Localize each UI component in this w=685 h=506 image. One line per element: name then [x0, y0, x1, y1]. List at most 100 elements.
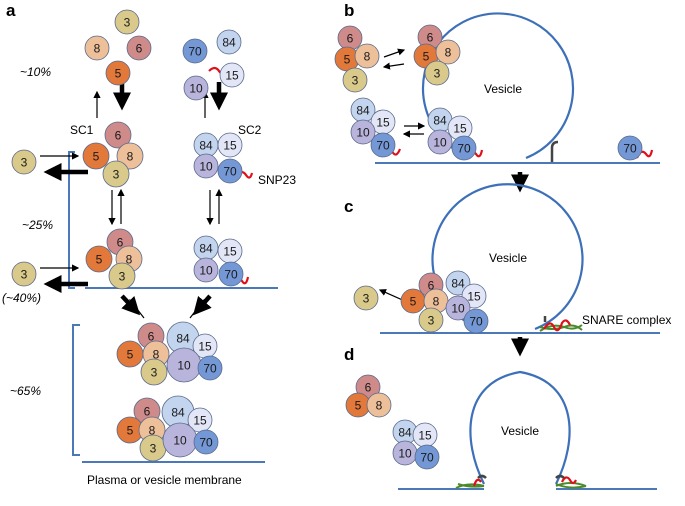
subunit-number: 3	[150, 442, 157, 456]
subunit-sphere	[104, 121, 132, 149]
subunit-number: 8	[445, 46, 452, 60]
subunit-sphere	[108, 262, 136, 290]
subunit-number: 5	[344, 53, 351, 67]
subunit-sphere	[617, 135, 643, 161]
subunit-70: 70	[451, 135, 477, 161]
subunit-sphere	[116, 142, 144, 170]
subunit-number: 6	[428, 279, 435, 293]
subunit-number: 15	[418, 429, 432, 443]
subunit-sphere	[102, 160, 130, 188]
subunit-number: 70	[223, 165, 237, 179]
panel-label-c: c	[344, 197, 353, 216]
percent-label: (~40%)	[2, 291, 41, 305]
subunit-number: 6	[427, 31, 434, 45]
subunit-3: 3	[353, 285, 379, 311]
subunit-sphere	[182, 38, 208, 64]
subunit-number: 5	[355, 399, 362, 413]
subunit-sphere	[82, 142, 110, 170]
subunit-number: 5	[410, 295, 417, 309]
percent-label: ~25%	[22, 218, 53, 232]
snare-helix	[539, 324, 583, 331]
subunit-number: 6	[365, 381, 372, 395]
subunit-6: 6	[126, 35, 152, 61]
subunit-sphere	[217, 158, 243, 184]
subunit-sphere	[11, 261, 37, 287]
panel-d: Vesicle	[398, 370, 657, 490]
subunit-sphere	[354, 43, 380, 69]
subunit-number: 10	[356, 126, 370, 140]
bracket	[72, 324, 80, 456]
subunit-number: 15	[225, 69, 239, 83]
subunit-number: 84	[451, 277, 465, 291]
subunit-sphere	[435, 39, 461, 65]
subunit-number: 8	[433, 295, 440, 309]
subunit-5: 5	[116, 340, 144, 368]
subunit-3: 3	[108, 262, 136, 290]
subunit-5: 5	[105, 60, 131, 86]
subunit-number: 3	[21, 156, 28, 170]
subunit-sphere	[353, 285, 379, 311]
arrow-diagonal-thick	[193, 294, 212, 316]
subunit-84: 84	[216, 29, 242, 55]
subunit-number: 70	[623, 142, 637, 156]
subunit-3: 3	[102, 160, 130, 188]
arrow-diagonal-thick	[120, 294, 141, 316]
subunit-sphere	[193, 257, 219, 283]
subunit-10: 10	[193, 257, 219, 283]
subunit-number: 10	[189, 82, 203, 96]
subunit-number: 5	[127, 348, 134, 362]
subunit-84: 84	[161, 395, 195, 429]
subunit-number: 10	[199, 264, 213, 278]
subunit-number: 6	[347, 32, 354, 46]
panel-label-b: b	[344, 1, 354, 20]
subunit-number: 84	[171, 406, 185, 420]
subunit-15: 15	[447, 115, 473, 141]
subunit-70: 70	[370, 132, 396, 158]
subunit-8: 8	[366, 392, 392, 418]
subunit-number: 70	[188, 45, 202, 59]
snare-hook	[555, 474, 565, 479]
panel-label-d: d	[344, 345, 354, 364]
subunit-5: 5	[85, 245, 113, 273]
subunit-15: 15	[412, 422, 438, 448]
membrane-label: Plasma or vesicle membrane	[87, 473, 242, 487]
subunit-number: 6	[144, 405, 151, 419]
panel-label-a: a	[6, 1, 16, 20]
subunit-number: 70	[420, 451, 434, 465]
subunit-number: 10	[199, 160, 213, 174]
subunit-number: 8	[376, 399, 383, 413]
subunit-number: 70	[203, 362, 217, 376]
subunit-3: 3	[140, 358, 168, 386]
subunit-sphere	[219, 62, 245, 88]
arrow-right	[383, 48, 406, 58]
subunit-sphere	[218, 261, 244, 287]
snare-hook	[550, 140, 559, 162]
subunit-sphere	[193, 429, 219, 455]
subunit-number: 10	[177, 359, 191, 373]
subunit-number: 3	[151, 366, 158, 380]
panel-c: Vesicle SNARE complex	[378, 183, 671, 334]
subunit-number: 6	[136, 42, 143, 56]
subunit-10: 10	[445, 295, 471, 321]
subunit-number: 70	[199, 436, 213, 450]
subunit-number: 15	[467, 290, 481, 304]
bracket	[68, 151, 75, 289]
subunit-70: 70	[182, 38, 208, 64]
snare-helix	[457, 483, 485, 488]
subunit-number: 84	[199, 139, 213, 153]
subunit-6: 6	[104, 121, 132, 149]
subunit-number: 10	[398, 447, 412, 461]
subunit-number: 5	[96, 253, 103, 267]
sc1-label: SC1	[70, 123, 94, 137]
snp23-squiggle	[561, 476, 577, 485]
subunit-70: 70	[193, 429, 219, 455]
subunit-5: 5	[82, 142, 110, 170]
subunit-number: 3	[113, 168, 120, 182]
subunit-8: 8	[84, 35, 110, 61]
subunit-15: 15	[187, 407, 213, 433]
vesicle-outline	[469, 370, 571, 485]
snare-helix	[555, 483, 587, 489]
subunit-number: 70	[457, 142, 471, 156]
